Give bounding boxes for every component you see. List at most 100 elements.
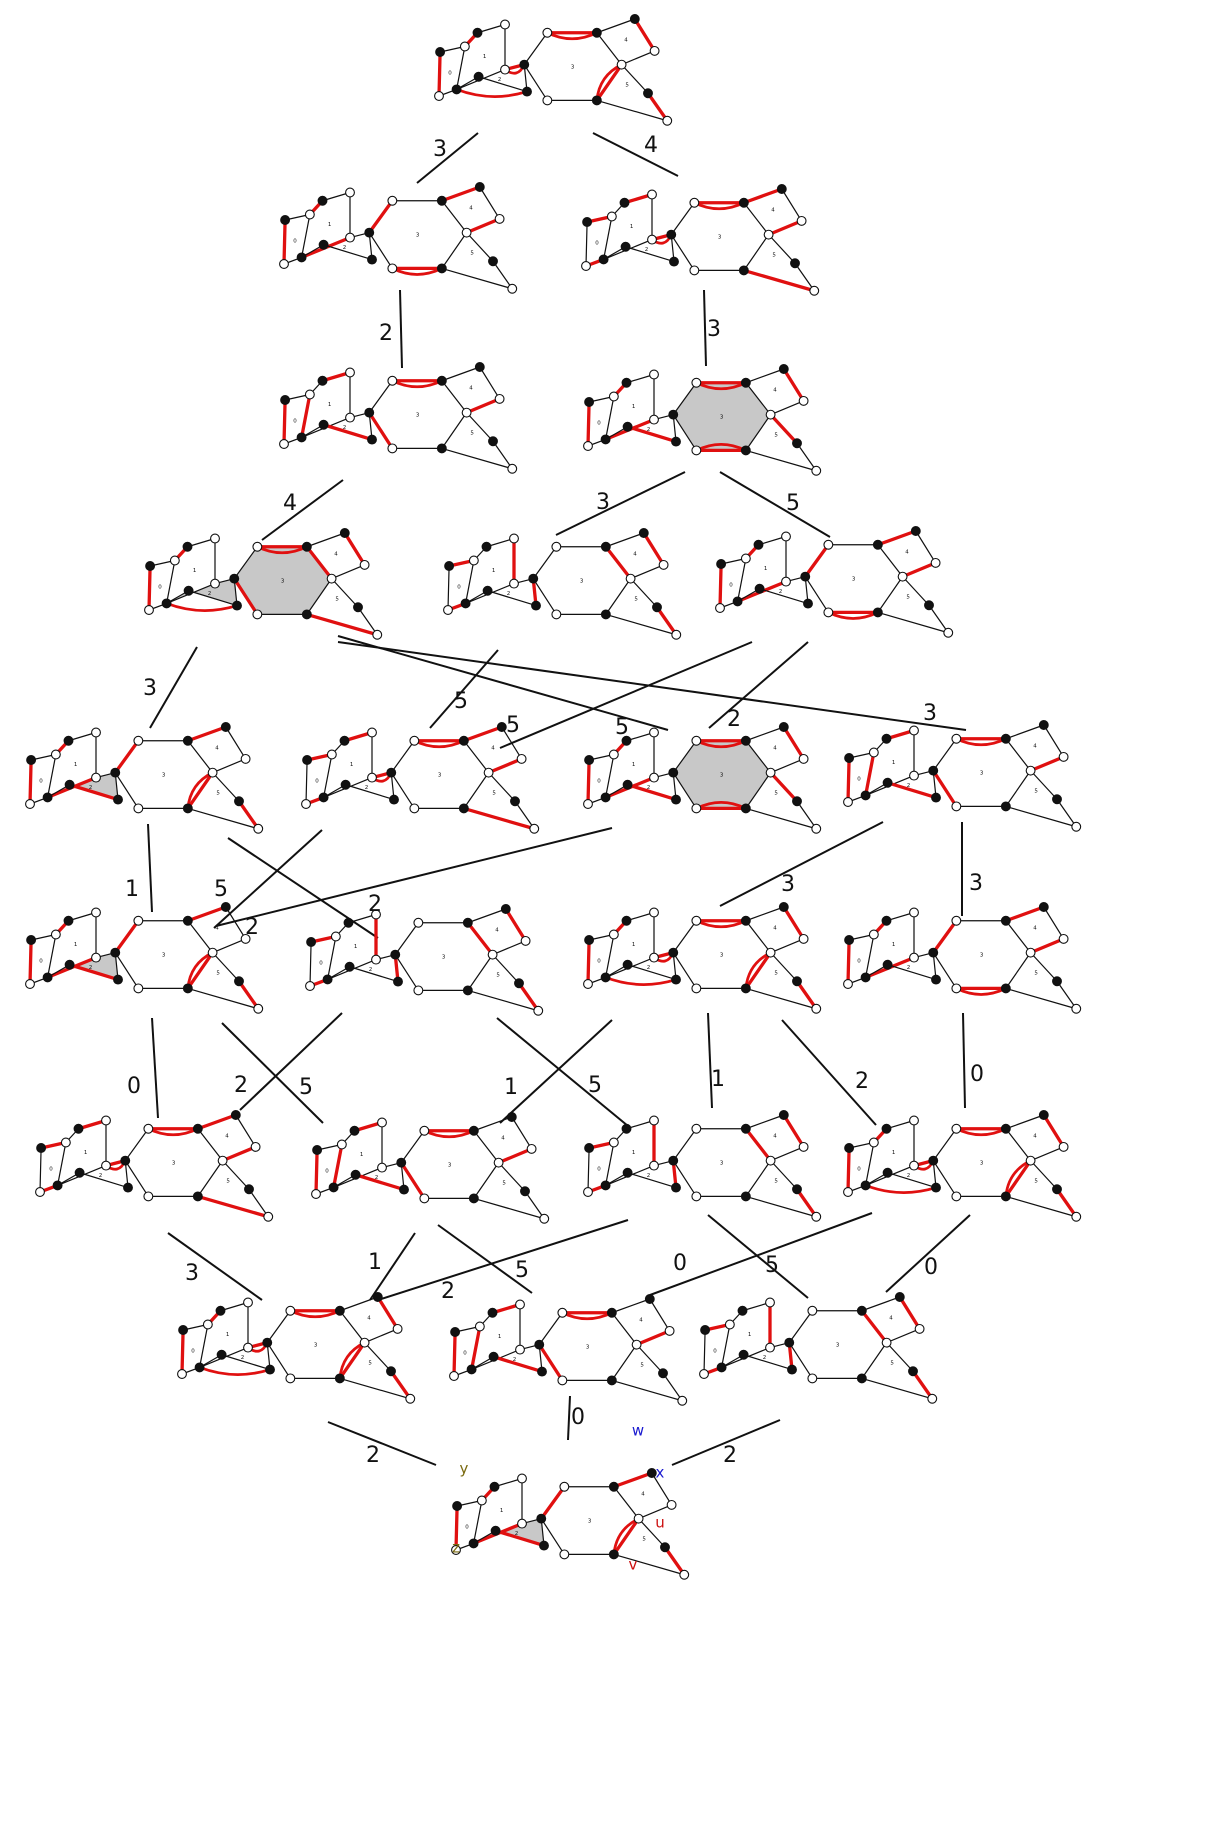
white-vertex: [811, 465, 822, 476]
white-vertex: [367, 727, 377, 738]
lattice-link-29: [437, 1224, 533, 1294]
matching-edge: [803, 543, 831, 579]
white-vertex: [387, 263, 398, 274]
face-label: 3: [172, 1160, 176, 1166]
graph-edge: [368, 232, 393, 270]
black-vertex: [468, 1125, 479, 1136]
face-label: 0: [463, 1350, 467, 1356]
white-vertex: [583, 441, 593, 451]
black-vertex: [1038, 720, 1049, 730]
white-vertex: [542, 95, 553, 106]
black-vertex: [306, 937, 317, 947]
graph-edge: [602, 215, 613, 261]
black-vertex: [671, 1182, 681, 1193]
white-vertex: [468, 555, 479, 566]
white-vertex: [843, 979, 853, 989]
black-vertex: [860, 790, 871, 801]
matching-edge: [299, 392, 312, 440]
black-vertex: [328, 1182, 339, 1193]
black-vertex: [26, 935, 37, 945]
white-vertex: [765, 1342, 775, 1353]
black-vertex: [334, 1373, 345, 1384]
lattice-link-34: [327, 1421, 437, 1466]
edge-label: 0: [673, 1251, 687, 1276]
matching-edge: [232, 577, 260, 617]
face-label: 2: [375, 1175, 379, 1181]
white-vertex: [951, 801, 962, 812]
white-vertex: [677, 1395, 688, 1406]
face-label: 3: [438, 772, 442, 778]
face-label: 4: [773, 925, 777, 931]
graph-edge: [611, 1312, 638, 1346]
graph-edge: [187, 987, 259, 1010]
graph-edge: [221, 1160, 250, 1190]
black-vertex: [182, 915, 193, 926]
graph-edge: [486, 590, 537, 607]
graph-edge: [585, 221, 588, 267]
matching-edge: [795, 979, 818, 1011]
graph-edge: [198, 1323, 209, 1369]
lattice-nodes: 0123450123450123450123450123450123450123…: [25, 14, 1082, 1580]
edge-label: 2: [441, 1279, 455, 1304]
matching-edge: [220, 1145, 258, 1163]
white-vertex: [798, 933, 809, 944]
white-vertex: [633, 1513, 644, 1524]
face-label: 4: [491, 745, 495, 751]
white-vertex: [461, 227, 472, 238]
white-vertex: [461, 407, 472, 418]
graph-edge: [523, 64, 548, 102]
matching-edge: [517, 981, 540, 1013]
face-label: 0: [857, 958, 861, 964]
face-label: 3: [980, 952, 984, 958]
matching-edge: [186, 951, 215, 991]
black-vertex: [450, 1327, 461, 1337]
black-vertex: [619, 197, 630, 208]
black-vertex: [671, 974, 681, 985]
white-vertex: [765, 767, 776, 778]
face-label: 5: [640, 1363, 644, 1369]
matching-edge: [305, 545, 334, 581]
black-vertex: [390, 949, 401, 960]
black-vertex: [622, 1167, 633, 1178]
matching-edge: [1004, 905, 1046, 923]
black-vertex: [296, 432, 307, 443]
face-label: 5: [470, 431, 474, 437]
white-vertex: [927, 1393, 938, 1404]
graph-edge: [886, 1172, 937, 1189]
black-vertex: [145, 561, 156, 571]
black-vertex: [393, 976, 403, 987]
white-vertex: [517, 1518, 527, 1529]
black-vertex: [340, 779, 351, 790]
white-vertex: [649, 907, 659, 918]
white-vertex: [529, 823, 540, 834]
matching-edge: [625, 425, 678, 444]
white-vertex: [91, 727, 101, 738]
face-label: 4: [905, 549, 909, 555]
black-vertex: [350, 1169, 361, 1180]
graph-edge: [861, 1296, 901, 1312]
matching-edge: [452, 1330, 457, 1378]
graph-edge: [540, 1518, 565, 1556]
graph-edge: [743, 202, 770, 236]
matching-edge: [196, 1113, 238, 1131]
graph-edge: [1005, 738, 1032, 772]
white-vertex: [367, 772, 377, 783]
black-vertex: [584, 1143, 595, 1153]
graph-edge: [745, 740, 772, 774]
edge-label: 5: [214, 877, 228, 902]
white-vertex: [507, 463, 518, 474]
matching-edge: [655, 605, 678, 637]
matching-edge: [1028, 755, 1066, 773]
face-label: 4: [469, 205, 473, 211]
face-label: 4: [469, 385, 473, 391]
white-vertex: [740, 553, 751, 564]
black-vertex: [621, 1123, 632, 1134]
matching-edge: [795, 1187, 818, 1219]
graph-edge: [187, 740, 214, 774]
white-vertex: [144, 605, 154, 615]
face-label: 4: [624, 37, 628, 43]
black-vertex: [882, 959, 893, 970]
